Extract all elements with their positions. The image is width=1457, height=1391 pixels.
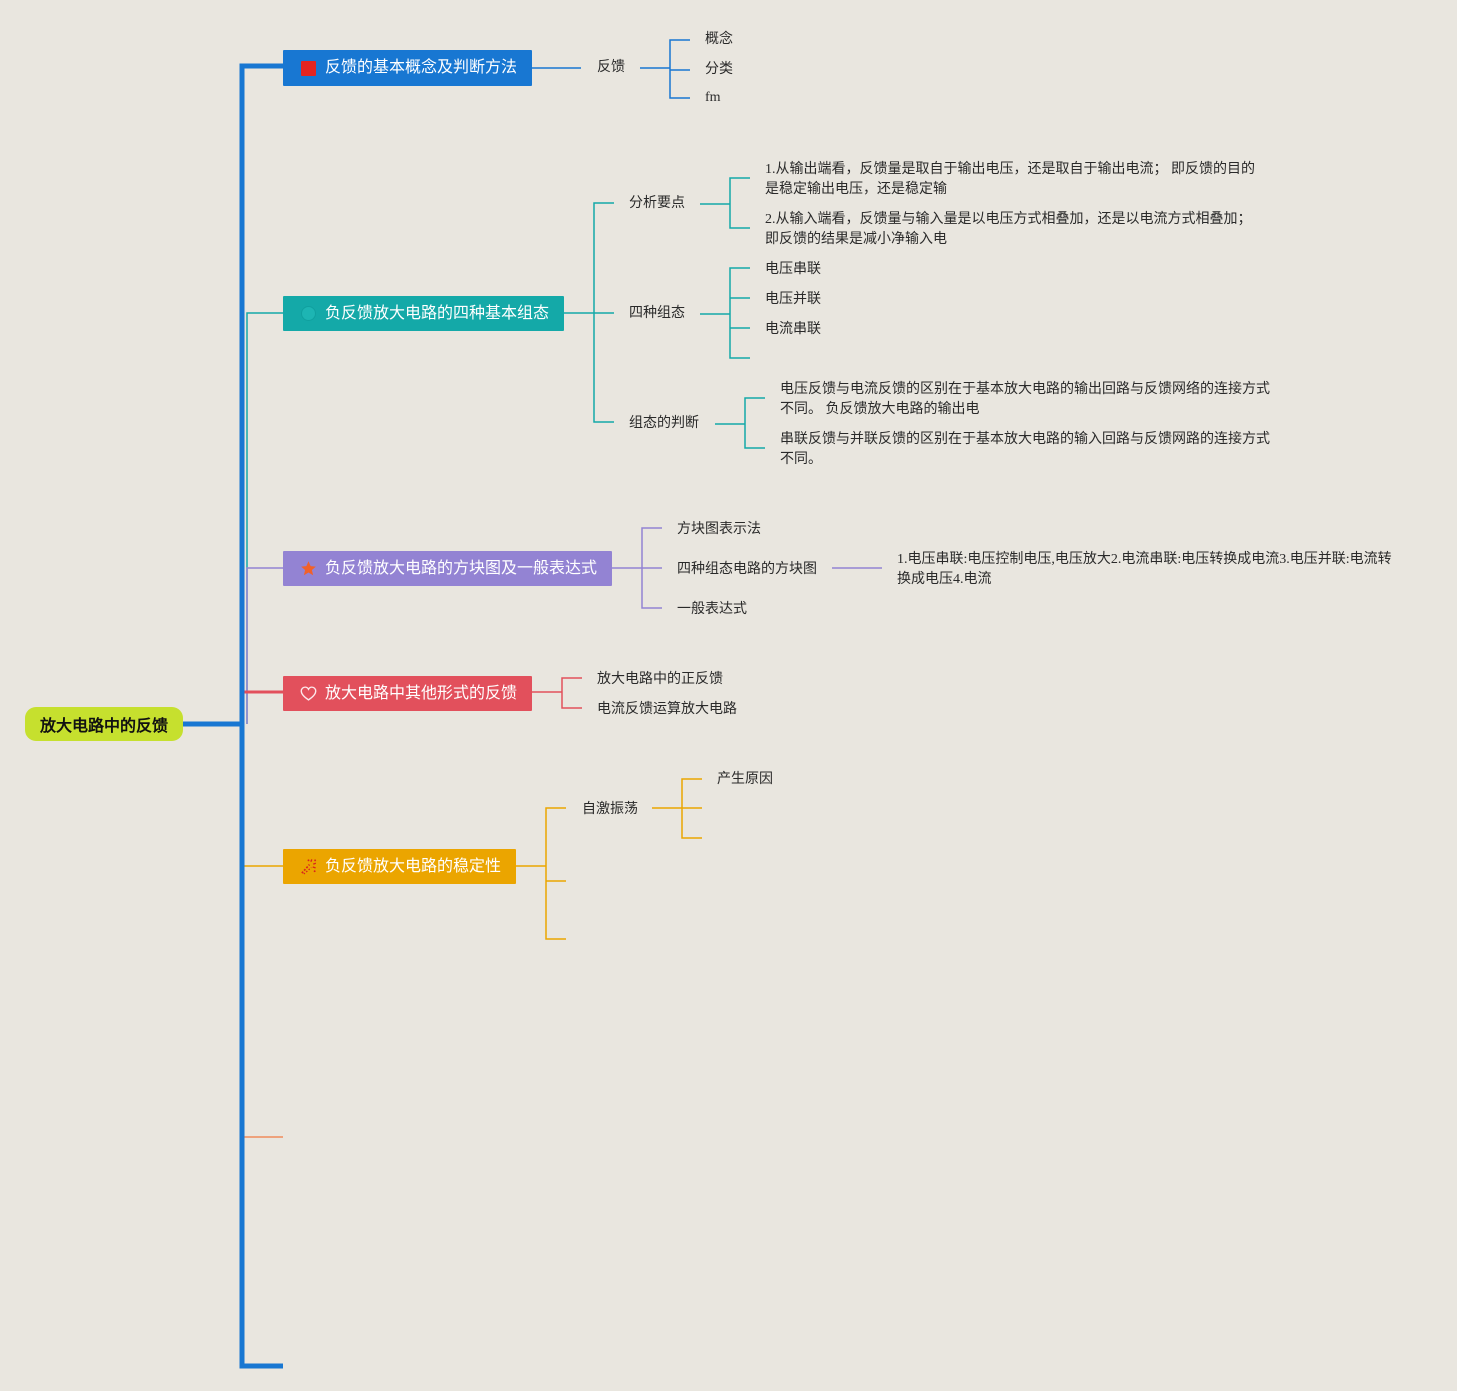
root-topic[interactable]: 放大电路中的反馈	[25, 707, 183, 741]
subtopic-self-oscillation[interactable]: 自激振荡	[582, 802, 638, 817]
subtopic-positive-feedback[interactable]: 放大电路中的正反馈	[597, 672, 723, 687]
branch-topic-label: 反馈的基本概念及判断方法	[325, 59, 518, 76]
bracket-line	[564, 202, 614, 423]
heart-icon	[300, 685, 317, 702]
subtopic-current-feedback-op-amp[interactable]: 电流反馈运算放大电路	[597, 702, 737, 717]
subtopic-output-side-note[interactable]: 1.从输出端看，反馈量是取自于输出电压，还是取自于输出电流； 即反馈的目的是稳定…	[765, 162, 1255, 197]
party-popper-icon	[300, 858, 317, 875]
branch-topic-label: 放大电路中其他形式的反馈	[325, 684, 518, 702]
subtopic-current-series[interactable]: 电流串联	[765, 322, 821, 337]
bracket-line	[612, 527, 662, 609]
bracket-line	[532, 677, 582, 709]
branch-topic-label: 负反馈放大电路的稳定性	[325, 857, 502, 875]
subtopic-causes[interactable]: 产生原因	[717, 772, 773, 787]
bracket-line	[640, 39, 690, 99]
configurations-links	[564, 177, 765, 449]
subtopic-voltage-shunt[interactable]: 电压并联	[765, 292, 821, 307]
bracket-line	[715, 397, 765, 449]
subtopic-voltage-current-difference[interactable]: 电压反馈与电流反馈的区别在于基本放大电路的输出回路与反馈网络的连接方式不同。 负…	[780, 382, 1270, 417]
branch-topic-label: 负反馈放大电路的方块图及一般表达式	[325, 559, 598, 577]
subtopic-analysis-points[interactable]: 分析要点	[629, 196, 685, 211]
subtopic-input-side-note[interactable]: 2.从输入端看，反馈量与输入量是以电压方式相叠加，还是以电流方式相叠加；即反馈的…	[765, 212, 1252, 247]
branch-topic-basic-concepts[interactable]: 反馈的基本概念及判断方法	[283, 50, 532, 86]
bracket-line	[700, 267, 750, 359]
subtopic-block-diagram-notation[interactable]: 方块图表示法	[677, 522, 761, 537]
stability-links	[516, 778, 702, 940]
subtopic-voltage-series[interactable]: 电压串联	[765, 262, 821, 277]
subtopic-four-configurations[interactable]: 四种组态	[629, 306, 685, 321]
root-topic-label: 放大电路中的反馈	[39, 718, 168, 735]
star-icon	[300, 560, 317, 577]
red-square-icon	[300, 60, 317, 77]
bracket-line	[516, 807, 566, 940]
subtopic-feedback[interactable]: 反馈	[597, 60, 625, 75]
subtopic-general-expression[interactable]: 一般表达式	[677, 602, 747, 617]
subtopic-fm[interactable]: fm	[705, 90, 721, 105]
subtopic-concept[interactable]: 概念	[705, 32, 733, 47]
root-to-block-diagram-connector	[246, 567, 283, 724]
bracket-line	[652, 778, 702, 839]
basic-concepts-links	[532, 39, 690, 99]
bracket-line	[700, 177, 750, 229]
subtopic-classification[interactable]: 分类	[705, 62, 733, 77]
subtopic-four-configuration-block-diagrams[interactable]: 四种组态电路的方块图	[677, 562, 817, 577]
branch-topic-stability[interactable]: 负反馈放大电路的稳定性	[283, 849, 516, 884]
circle-icon	[300, 305, 317, 322]
main-trunk	[183, 63, 283, 1369]
root-to-empty-branch-connector	[242, 724, 283, 1138]
branch-topic-four-configurations[interactable]: 负反馈放大电路的四种基本组态	[283, 296, 564, 331]
branch-topic-other-feedback[interactable]: 放大电路中其他形式的反馈	[283, 676, 532, 711]
root-to-configurations-connector	[246, 312, 283, 724]
branch-topic-block-diagram[interactable]: 负反馈放大电路的方块图及一般表达式	[283, 551, 612, 586]
subtopic-series-shunt-difference[interactable]: 串联反馈与并联反馈的区别在于基本放大电路的输入回路与反馈网路的连接方式不同。	[780, 432, 1270, 467]
subtopic-configuration-summary[interactable]: 1.电压串联:电压控制电压,电压放大2.电流串联:电压转换成电流3.电压并联:电…	[897, 552, 1392, 587]
branch-topic-label: 负反馈放大电路的四种基本组态	[325, 304, 550, 322]
other-feedback-links	[532, 677, 582, 709]
block-diagram-links	[612, 527, 882, 609]
root-to-stability-connector	[242, 724, 283, 867]
subtopic-configuration-judgement[interactable]: 组态的判断	[629, 416, 699, 431]
